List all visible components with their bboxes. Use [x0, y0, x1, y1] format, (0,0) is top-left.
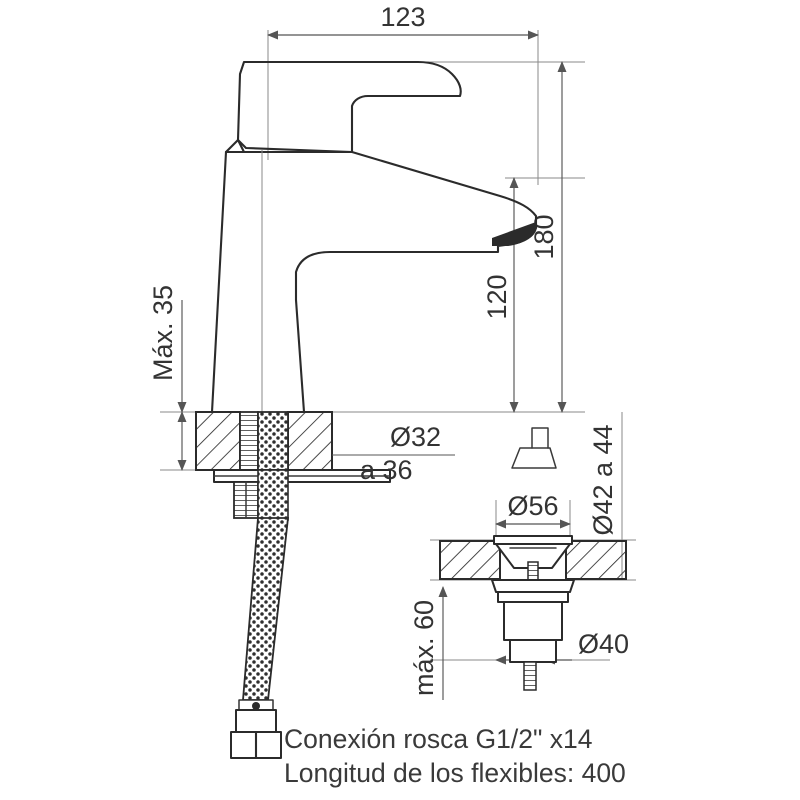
- dimension-label-max60: máx. 60: [409, 600, 439, 696]
- notes-block: Conexión rosca G1/2" x14 Longitud de los…: [284, 724, 626, 788]
- dimension-mounting-hole: Ø32 a 36: [332, 422, 455, 485]
- spout-outline: [224, 150, 538, 302]
- dimension-total-height: 180: [529, 61, 567, 413]
- dimension-label-diameter40: Ø40: [578, 629, 629, 659]
- threaded-shank: [213, 411, 391, 521]
- dimension-spout-reach: 123: [267, 2, 539, 40]
- dimension-waste-depth: máx. 60: [409, 586, 448, 700]
- dimension-basin-hole: Ø42 a 44: [588, 412, 623, 580]
- note-thread-connection: Conexión rosca G1/2" x14: [284, 724, 592, 754]
- note-hose-length: Longitud de los flexibles: 400: [284, 758, 626, 788]
- dimension-label-max35: Máx. 35: [148, 285, 178, 381]
- dimension-counter-thickness: Máx. 35: [148, 285, 187, 471]
- dimension-label-diameter42a44: Ø42 a 44: [588, 424, 618, 535]
- braided-flexible-hose: [230, 517, 290, 760]
- dimension-waste-body: Ø40: [495, 629, 629, 665]
- basin-cross-section: [439, 540, 627, 580]
- dimension-label-diameter56: Ø56: [507, 491, 558, 521]
- dimension-spout-height: 120: [482, 177, 519, 413]
- dimension-label-120: 120: [482, 274, 512, 319]
- dimension-label-a36: a 36: [360, 455, 413, 485]
- dimension-label-123: 123: [380, 2, 425, 32]
- dimension-label-diameter32: Ø32: [390, 422, 441, 452]
- lever-handle: [224, 60, 462, 154]
- waste-body: [491, 535, 575, 691]
- dimension-waste-flange: Ø56: [495, 491, 571, 529]
- pop-up-drain-plug: [511, 427, 557, 469]
- faucet-body-outline: [210, 150, 306, 414]
- dimension-label-180: 180: [529, 214, 559, 259]
